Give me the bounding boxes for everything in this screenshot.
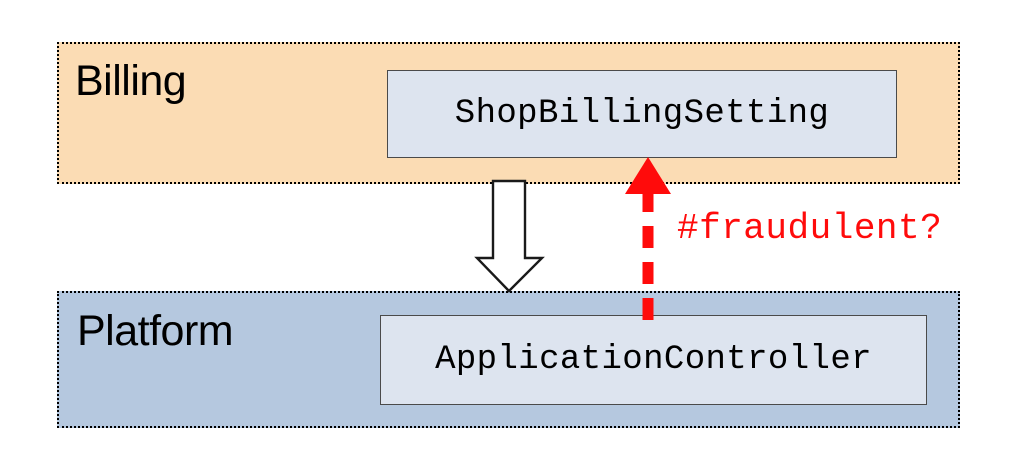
edge-label-fraudulent: #fraudulent? [677,208,943,249]
package-billing[interactable]: Billing ShopBillingSetting [57,42,960,184]
package-platform[interactable]: Platform ApplicationController [57,291,960,428]
inheritance-block-arrow-icon[interactable] [474,179,545,293]
class-name-applicationcontroller: ApplicationController [435,341,872,379]
package-platform-label: Platform [77,307,234,355]
package-billing-label: Billing [75,57,187,105]
class-box-shopbillingsetting[interactable]: ShopBillingSetting [387,70,897,158]
class-name-shopbillingsetting: ShopBillingSetting [454,95,830,133]
class-box-applicationcontroller[interactable]: ApplicationController [380,315,927,405]
